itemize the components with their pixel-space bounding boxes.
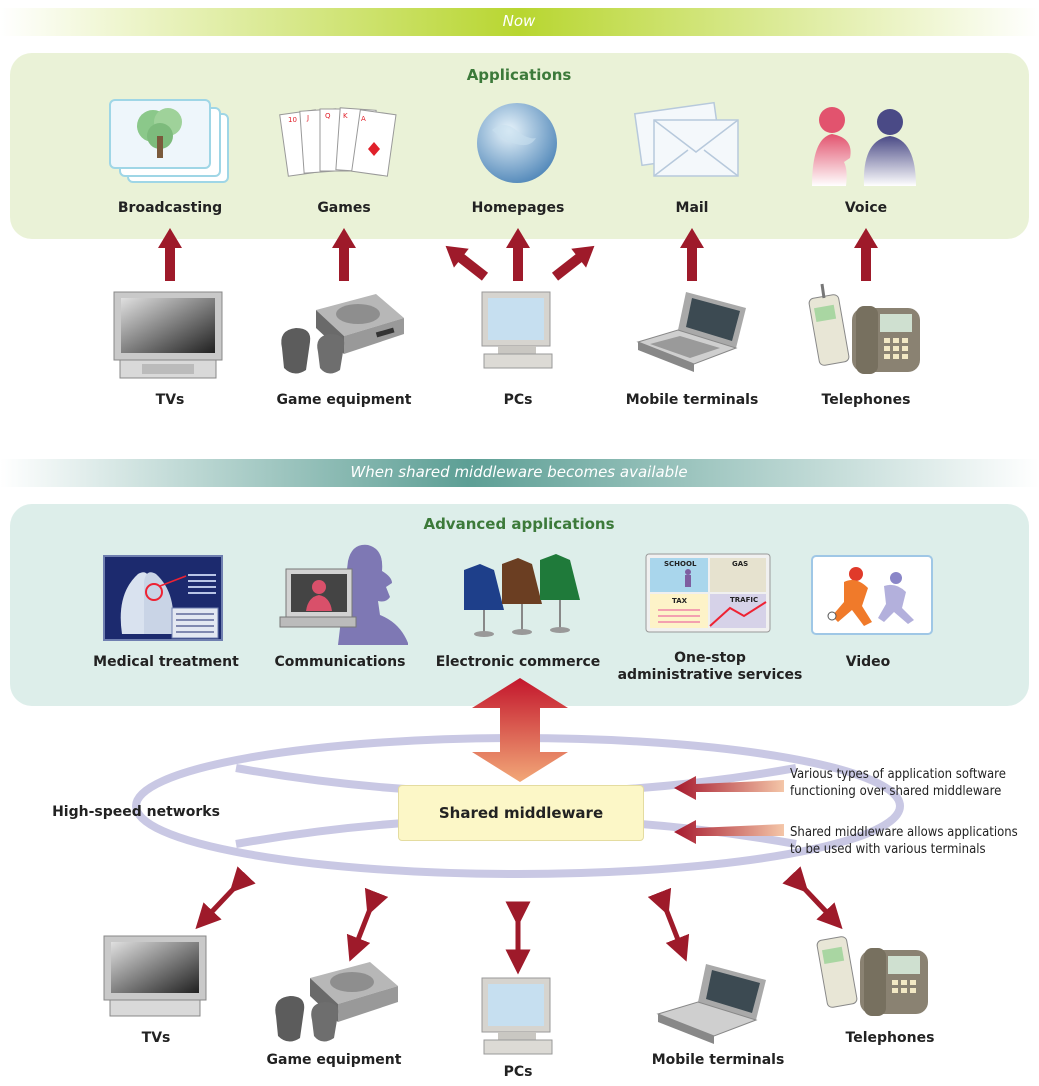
note-line-2: functioning over shared middleware xyxy=(790,784,1002,799)
middleware-app-double-arrow xyxy=(472,678,568,782)
voice-conversation-icon xyxy=(812,107,916,186)
pc-icon xyxy=(481,291,553,369)
adv-app-label-ecommerce: Electronic commerce xyxy=(435,654,601,670)
shared-middleware-box: Shared middleware xyxy=(398,785,644,841)
now-header-bar xyxy=(0,8,1039,36)
medical-xray-icon xyxy=(103,555,223,641)
globe-icon xyxy=(477,103,557,183)
network-label: High-speed networks xyxy=(52,804,220,820)
applications-title: Applications xyxy=(466,66,572,84)
icon-text-gas: GAS xyxy=(732,560,748,568)
app-label-mail: Mail xyxy=(675,200,709,216)
arrow-net-tvs xyxy=(195,866,256,930)
note-line-4: to be used with various terminals xyxy=(790,842,986,857)
note-application-software: Various types of application software fu… xyxy=(790,766,1006,800)
advanced-applications-title: Advanced applications xyxy=(423,515,615,533)
arrow-game-to-games xyxy=(332,228,356,281)
broadcasting-icon xyxy=(109,99,229,183)
note-line-1: Various types of application software xyxy=(790,767,1006,782)
terminal2-label-pcs: PCs xyxy=(503,1064,533,1080)
mail-icon xyxy=(633,101,739,177)
arrow-pc-to-homepages xyxy=(506,228,530,281)
adv-app-label-communications: Communications xyxy=(274,654,406,670)
terminal-label-tvs: TVs xyxy=(155,392,185,408)
telephone-icon-2 xyxy=(816,936,928,1016)
note-arrows xyxy=(674,776,784,844)
shared-middleware-label: Shared middleware xyxy=(438,804,604,822)
pc-icon-2 xyxy=(481,977,553,1055)
telephone-icon xyxy=(808,283,920,374)
terminal-label-telephones: Telephones xyxy=(821,392,911,408)
icon-text-school: SCHOOL xyxy=(664,560,697,568)
terminal2-label-telephones: Telephones xyxy=(845,1030,935,1046)
note-various-terminals: Shared middleware allows applications to… xyxy=(790,824,1018,858)
svg-text:J: J xyxy=(306,114,309,122)
mobile-terminal-icon xyxy=(636,292,746,372)
game-console-icon xyxy=(281,294,404,374)
tv-icon xyxy=(113,291,223,379)
terminal-label-pcs: PCs xyxy=(503,392,533,408)
arrow-mobile-to-mail xyxy=(680,228,704,281)
arrow-phone-to-voice xyxy=(854,228,878,281)
svg-text:K: K xyxy=(343,112,348,120)
terminal2-label-tvs: TVs xyxy=(141,1030,171,1046)
now-arrows xyxy=(158,228,878,281)
now-header: Now xyxy=(502,12,536,30)
arrow-net-game xyxy=(346,887,389,962)
future-header: When shared middleware becomes available xyxy=(350,463,688,481)
future-header-bar xyxy=(0,459,1039,487)
video-call-icon xyxy=(279,544,408,645)
administrative-services-icon: SCHOOL GAS TAX TRAFIC xyxy=(645,553,771,633)
svg-text:Q: Q xyxy=(325,112,331,120)
terminal-label-game-equipment: Game equipment xyxy=(276,392,412,408)
note-arrow-2 xyxy=(674,820,784,844)
playing-cards-icon: 10 J Q K A xyxy=(279,107,397,177)
mobile-terminal-icon-2 xyxy=(656,964,766,1044)
game-console-icon-2 xyxy=(275,962,398,1042)
video-soccer-icon xyxy=(811,555,933,635)
note-line-3: Shared middleware allows applications xyxy=(790,825,1018,840)
adv-app-label-medical: Medical treatment xyxy=(93,654,239,670)
icon-text-trafic: TRAFIC xyxy=(730,596,758,604)
app-label-homepages: Homepages xyxy=(471,200,565,216)
svg-text:A: A xyxy=(361,115,366,123)
app-label-games: Games xyxy=(317,200,371,216)
arrow-net-mobile xyxy=(647,887,690,962)
icon-text-tax: TAX xyxy=(672,597,688,605)
arrow-net-phones xyxy=(782,866,843,930)
app-label-voice: Voice xyxy=(844,200,888,216)
adv-app-label-video: Video xyxy=(845,654,891,670)
arrow-pc-to-games xyxy=(445,245,489,281)
arrow-tv-to-broadcasting xyxy=(158,228,182,281)
tv-icon-2 xyxy=(103,935,207,1017)
clothing-mannequins-icon xyxy=(464,554,580,637)
terminal-label-mobile-terminals: Mobile terminals xyxy=(625,392,759,408)
adv-app-label-one-stop: One-stop xyxy=(674,650,746,666)
terminal2-label-game-equipment: Game equipment xyxy=(266,1052,402,1068)
adv-app-label-administrative-services: administrative services xyxy=(617,667,803,683)
app-label-broadcasting: Broadcasting xyxy=(117,200,223,216)
note-arrow-1 xyxy=(674,776,784,800)
svg-text:10: 10 xyxy=(288,116,297,124)
terminal2-label-mobile-terminals: Mobile terminals xyxy=(651,1052,785,1068)
arrow-pc-to-mail xyxy=(551,245,595,281)
